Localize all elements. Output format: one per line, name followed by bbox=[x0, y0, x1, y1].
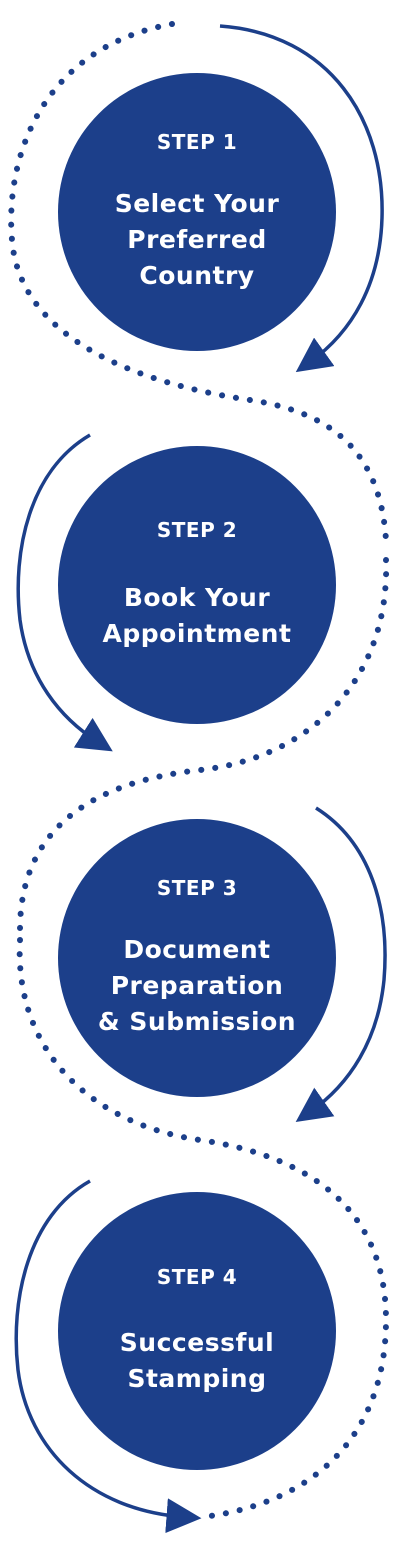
solid-arrow-1 bbox=[219, 24, 384, 373]
solid-arrow-3 bbox=[295, 806, 387, 1123]
step-4-title-line: Stamping bbox=[127, 1364, 267, 1393]
step-3-title-line: Preparation bbox=[110, 971, 284, 1000]
step-3-circle: STEP 3 Document Preparation & Submission bbox=[58, 819, 336, 1097]
step-4-label: STEP 4 bbox=[156, 1265, 238, 1289]
step-1-title-line: Country bbox=[139, 261, 255, 290]
dotted-connector-2 bbox=[17, 557, 390, 933]
step-2-title-line: Appointment bbox=[102, 619, 292, 648]
step-3-title-line: & Submission bbox=[97, 1007, 297, 1036]
step-3-title: Document Preparation & Submission bbox=[98, 932, 296, 1040]
step-1-title: Select Your Preferred Country bbox=[115, 186, 280, 294]
step-4-circle: STEP 4 Successful Stamping bbox=[58, 1192, 336, 1470]
step-1-circle: STEP 1 Select Your Preferred Country bbox=[58, 73, 336, 351]
step-4-title: Successful Stamping bbox=[120, 1325, 274, 1397]
step-4-title-line: Successful bbox=[119, 1328, 275, 1357]
solid-arrow-2 bbox=[16, 433, 113, 752]
step-1-label: STEP 1 bbox=[156, 130, 238, 154]
step-2-title-line: Book Your bbox=[123, 583, 271, 612]
solid-arrow-4 bbox=[14, 1179, 202, 1534]
step-1-title-line: Preferred bbox=[127, 225, 267, 254]
step-3-label: STEP 3 bbox=[156, 876, 238, 900]
step-2-label: STEP 2 bbox=[156, 518, 238, 542]
step-1-title-line: Select Your bbox=[114, 189, 280, 218]
step-3-title-line: Document bbox=[123, 935, 271, 964]
dotted-connector-3 bbox=[16, 937, 390, 1519]
step-2-title: Book Your Appointment bbox=[103, 580, 292, 652]
dotted-connector-1 bbox=[8, 21, 389, 543]
step-2-circle: STEP 2 Book Your Appointment bbox=[58, 446, 336, 724]
